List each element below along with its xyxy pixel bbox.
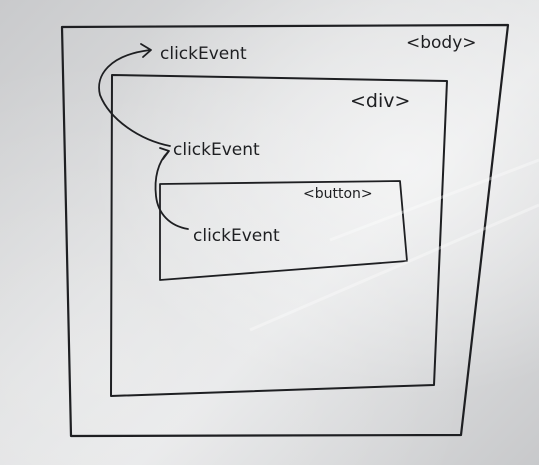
div-box [110,74,448,397]
body-box [60,23,510,438]
board-glare [249,158,539,332]
arrowhead-div [159,147,170,160]
div-label: <div> [350,90,410,112]
arrowhead-body [140,43,152,58]
body-label: <body> [406,33,477,53]
div-click-event: clickEvent [173,140,260,160]
bubble-arrow-button-to-div [154,151,189,230]
button-box [159,180,408,281]
button-label: <button> [303,186,373,202]
body-click-event: clickEvent [160,44,247,64]
button-click-event: clickEvent [193,226,280,246]
bubble-arrow-div-to-body [98,49,171,147]
